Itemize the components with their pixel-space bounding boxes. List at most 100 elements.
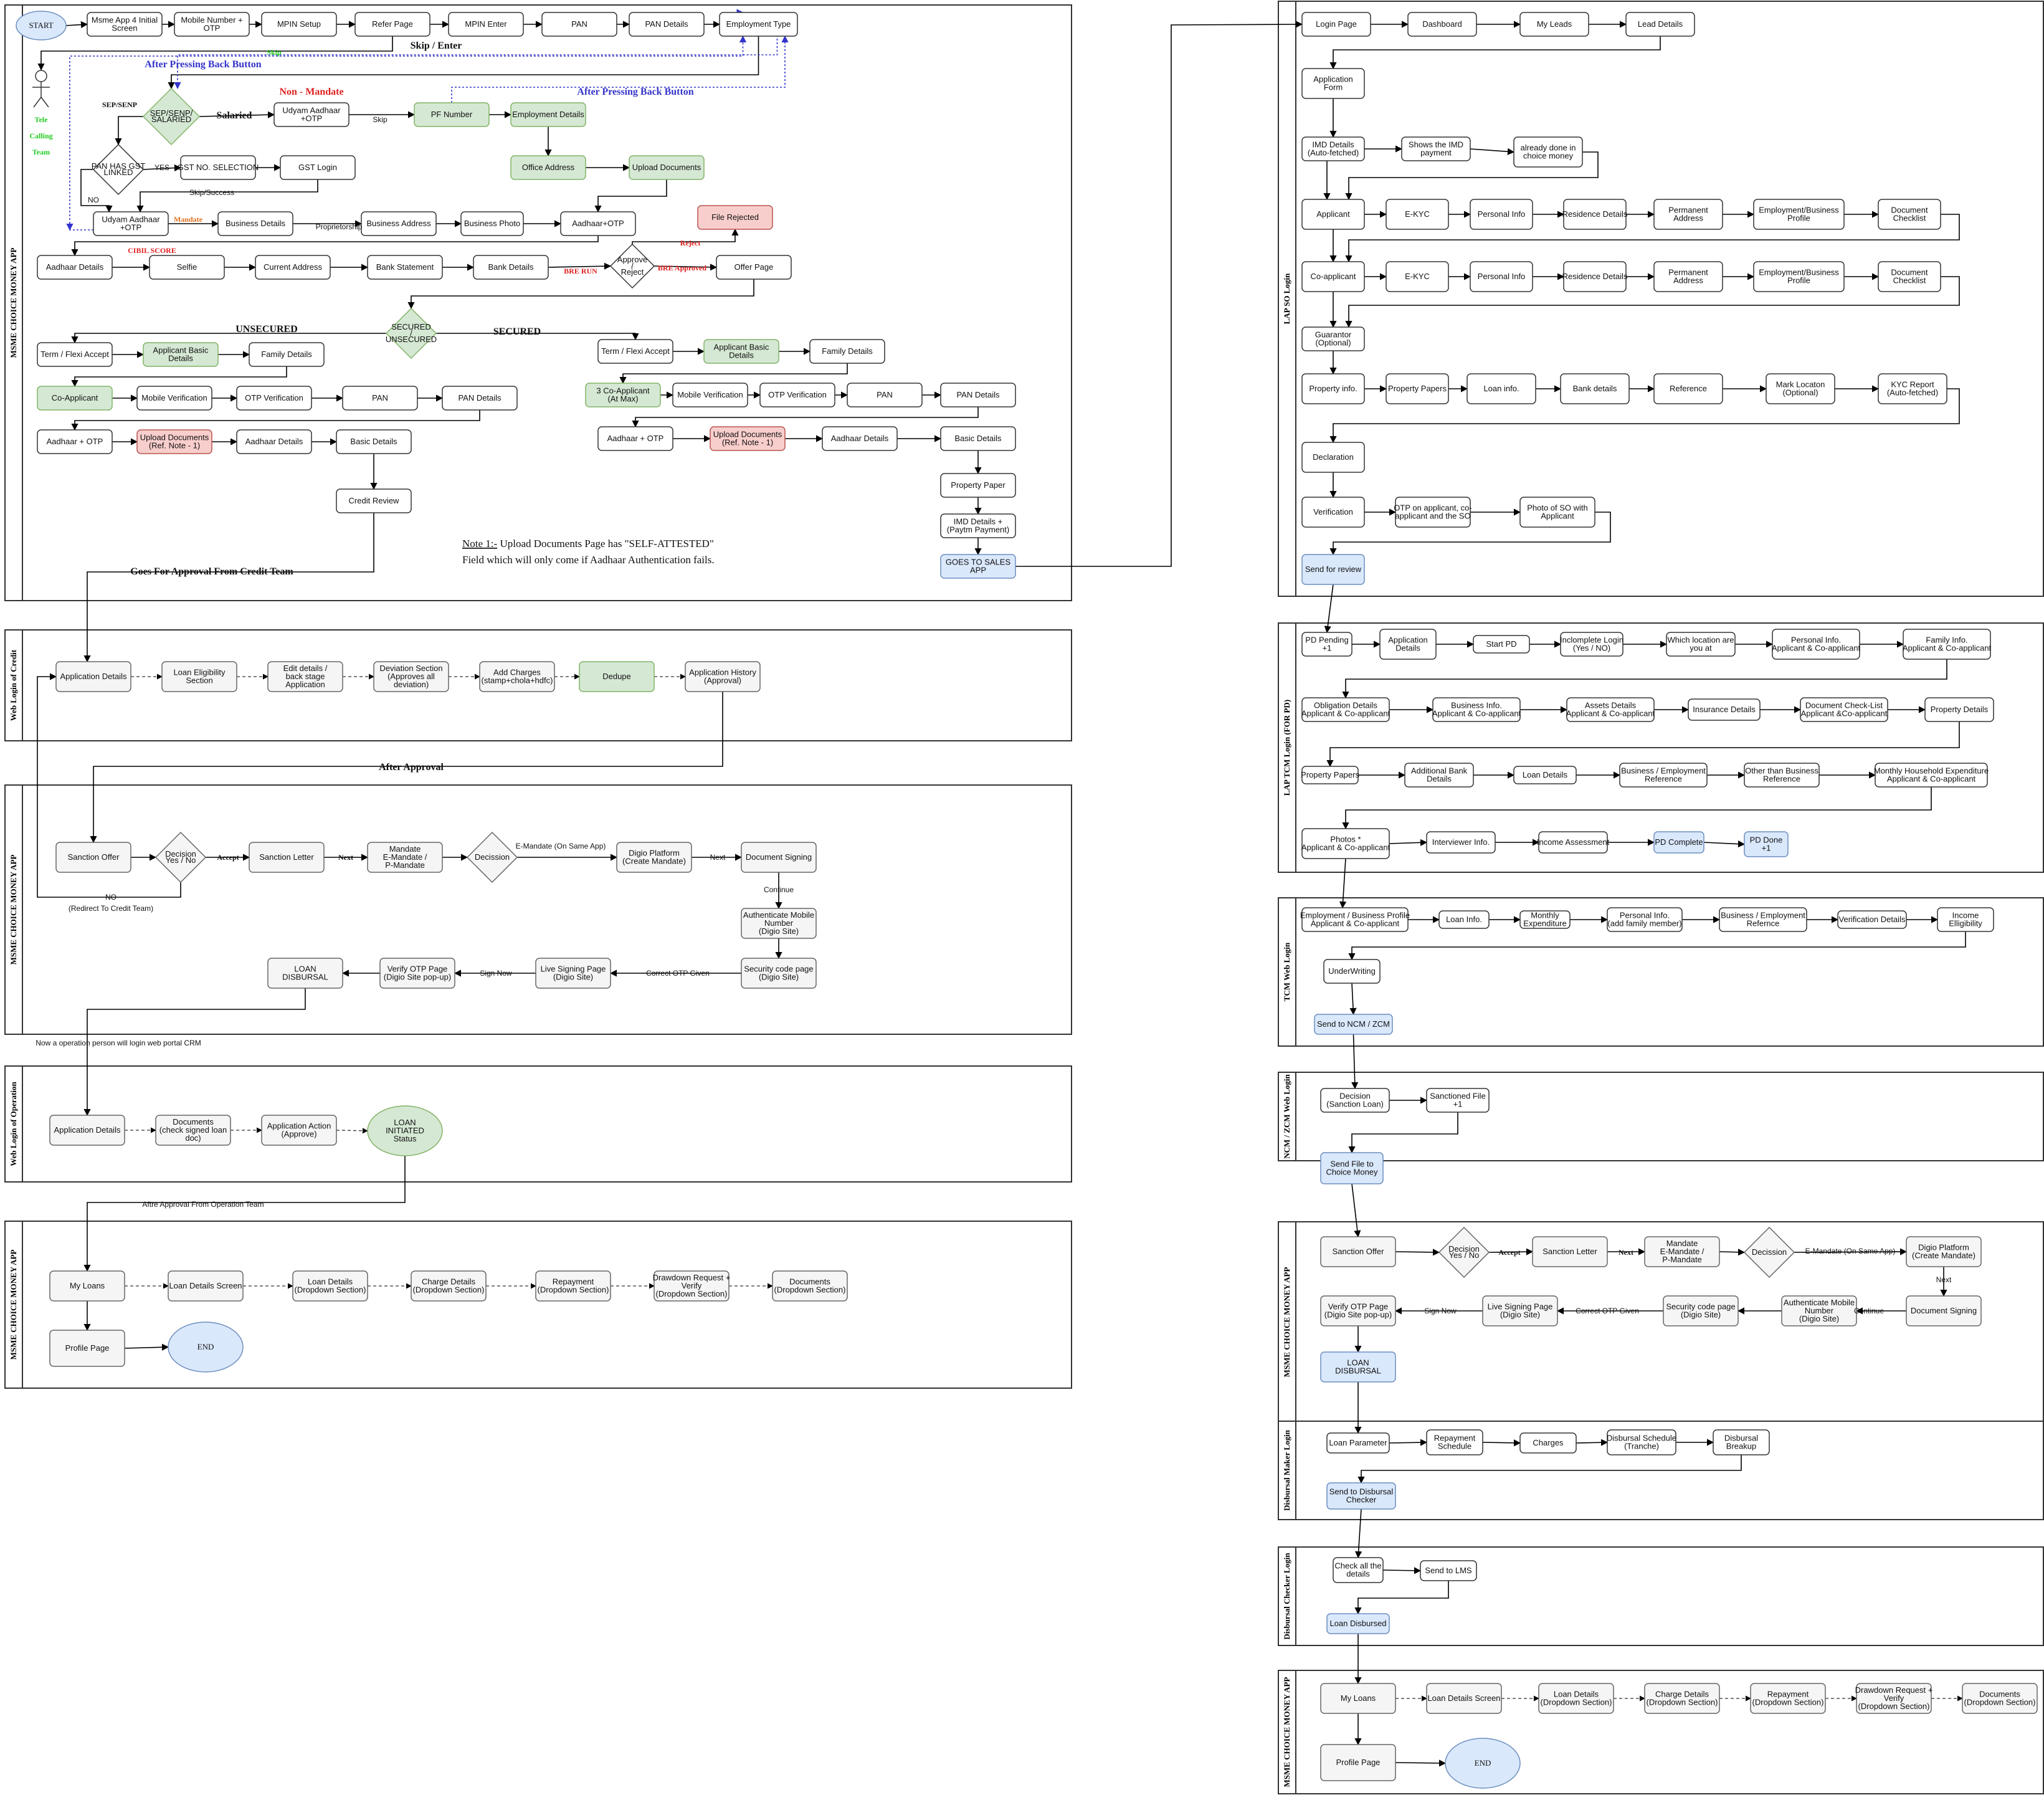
node-text: Personal Info. xyxy=(1791,636,1841,645)
connector xyxy=(1329,512,1611,556)
label-reject: Reject xyxy=(680,239,701,247)
node-x7: Document Signing xyxy=(1906,1295,1982,1326)
node-text: Family Info. xyxy=(1926,636,1967,645)
node-n2: Mobile Number +OTP xyxy=(174,12,250,37)
node-text: Profile Page xyxy=(65,1343,110,1353)
node-n31: Co-Applicant xyxy=(37,386,113,411)
node-text: Application Action xyxy=(267,1121,331,1131)
label-continue2: Continue xyxy=(1854,1307,1884,1315)
node-text: LOAN xyxy=(294,964,316,974)
node-r27: Bank details xyxy=(1560,373,1630,404)
node-r18: Personal Info xyxy=(1470,261,1533,292)
node-text: Document Signing xyxy=(1911,1306,1977,1315)
node-text: Applicant & Co-applicant xyxy=(1301,843,1390,852)
node-p24: PD Done+1 xyxy=(1744,831,1789,857)
node-text: Upload Documents xyxy=(140,433,209,442)
node-p13: Property Details xyxy=(1924,697,1994,722)
label-salaried: Salaried xyxy=(217,110,252,121)
node-text: Repayment xyxy=(1434,1434,1476,1443)
node-text: +OTP xyxy=(301,114,322,123)
node-text: OTP on applicant, co- xyxy=(1394,503,1472,513)
node-text: Decision xyxy=(165,849,196,859)
node-text: Bank Details xyxy=(488,262,534,272)
node-text: (Digio Site) xyxy=(1500,1310,1540,1320)
node-text: Application History xyxy=(689,668,756,677)
node-n28: Term / Flexi Accept xyxy=(37,342,113,367)
node-text: 3 Co-Applicant xyxy=(596,386,650,396)
node-text: Business / Employment xyxy=(1621,766,1706,776)
node-text: Verify OTP Page xyxy=(1328,1302,1389,1312)
node-x9: Security code page(Digio Site) xyxy=(1663,1295,1739,1326)
label-skip-success: Skip/Success xyxy=(189,188,234,197)
node-text: Property Papers xyxy=(1301,770,1359,779)
node-text: Family Details xyxy=(822,346,873,356)
label-emandate2: E-Mandate (On Same App) xyxy=(1805,1247,1896,1255)
node-text: Send to Disbursal xyxy=(1329,1487,1394,1497)
node-m7: Documents(Dropdown Section) xyxy=(772,1270,848,1302)
connector xyxy=(1345,151,1599,201)
node-text: Income Assessment xyxy=(1537,837,1610,847)
node-h2: Send to LMS xyxy=(1420,1560,1477,1581)
node-r28: Reference xyxy=(1653,373,1723,404)
node-n4: Refer Page xyxy=(354,12,430,37)
node-text: Guarantor xyxy=(1315,330,1352,340)
label-secured: SECURED xyxy=(493,326,541,337)
node-n22: Aadhaar Details xyxy=(37,255,113,280)
node-text: Section xyxy=(186,676,212,685)
node-text: / xyxy=(631,261,634,270)
node-text: Aadhaar + OTP xyxy=(607,434,664,443)
node-r1: Login Page xyxy=(1301,12,1371,37)
node-r2: Dashboard xyxy=(1407,12,1477,37)
node-text: +OTP xyxy=(120,223,141,232)
node-text: Additional Bank xyxy=(1411,766,1468,776)
node-n49: Aadhaar + OTP xyxy=(597,426,673,451)
connector xyxy=(1345,214,1960,263)
swimlane-label: MSME CHOICE MONEY APP xyxy=(1282,1677,1291,1788)
node-m3: Loan Details(Dropdown Section) xyxy=(292,1270,368,1302)
connector xyxy=(37,673,181,898)
node-p4: Inclomplete Login(Yes / NO) xyxy=(1560,632,1623,657)
node-text: E-Mandate / xyxy=(1660,1247,1704,1256)
node-text: Digio Platform xyxy=(629,849,680,858)
node-text: Document xyxy=(1891,268,1928,277)
node-k4: Disbursal Schedule(Tranche) xyxy=(1607,1429,1676,1455)
node-text: Address xyxy=(1673,276,1703,285)
node-text: Security code page xyxy=(1666,1302,1735,1312)
node-text: Application xyxy=(285,680,325,689)
node-text: Yes / No xyxy=(1449,1250,1480,1260)
node-text: (add family member) xyxy=(1607,919,1681,928)
node-x10: Live Signing Page(Digio Site) xyxy=(1482,1295,1558,1326)
node-text: applicant and the SO xyxy=(1395,512,1470,521)
node-y2: Loan Details Screen xyxy=(1426,1683,1502,1714)
node-r6: IMD Details(Auto-fetched) xyxy=(1301,136,1365,161)
node-text: +1 xyxy=(1323,644,1332,653)
node-text: Details xyxy=(1395,644,1420,653)
node-text: Decission xyxy=(1752,1247,1787,1257)
node-text: Current Address xyxy=(264,262,322,272)
node-text: Breakup xyxy=(1726,1442,1756,1451)
node-text: Insurance Details xyxy=(1693,705,1756,714)
node-text: Expenditure xyxy=(1523,919,1566,928)
node-text: Loan Info. xyxy=(1446,915,1482,924)
note-1: Note 1:- Upload Documents Page has "SELF… xyxy=(462,538,714,550)
node-text: Applicant & Co-applicant xyxy=(1887,774,1976,784)
node-n43: Family Details xyxy=(809,339,885,364)
connector xyxy=(654,264,718,271)
connector xyxy=(71,410,480,431)
label-no: NO xyxy=(88,196,99,204)
node-s5: Decission xyxy=(466,831,518,883)
node-text: Upload Documents xyxy=(632,163,701,172)
connector xyxy=(1324,584,1334,634)
